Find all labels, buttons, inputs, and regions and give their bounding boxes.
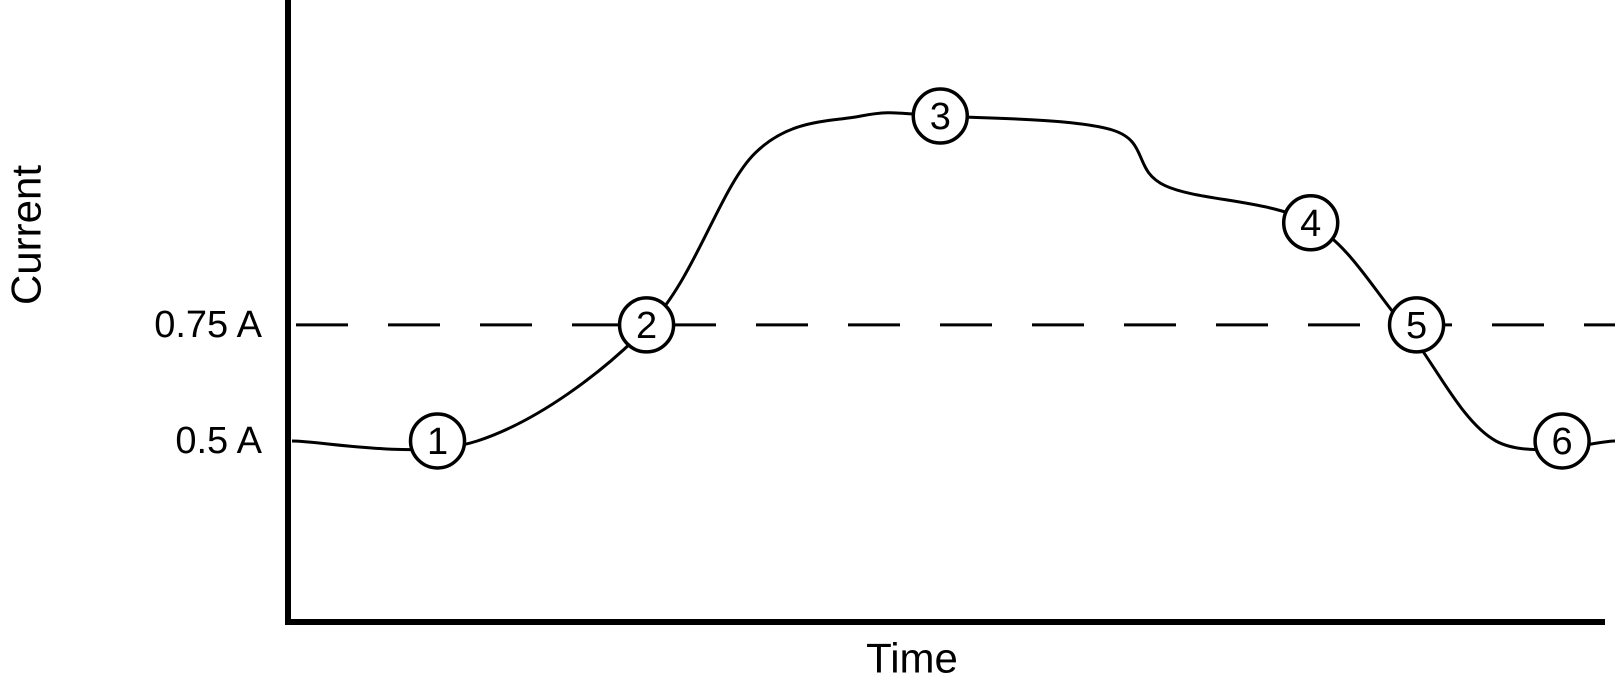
y-axis-title: Current	[3, 165, 50, 305]
point-marker-label: 3	[930, 96, 951, 138]
point-marker-6: 6	[1533, 412, 1591, 470]
point-marker-5: 5	[1387, 296, 1446, 354]
y-tick-label: 0.75 A	[154, 304, 262, 346]
point-marker-label: 6	[1552, 421, 1573, 463]
axes-lines	[285, 0, 1605, 625]
point-marker-label: 4	[1300, 203, 1321, 245]
x-axis-title: Time	[866, 635, 958, 682]
point-marker-2: 2	[617, 296, 676, 354]
point-marker-label: 1	[427, 421, 448, 463]
curve-layer	[291, 111, 1615, 452]
point-marker-label: 5	[1406, 305, 1427, 347]
point-marker-3: 3	[911, 87, 970, 145]
point-marker-circle	[1387, 296, 1446, 354]
point-marker-circle	[911, 87, 970, 145]
y-tick-label: 0.5 A	[175, 420, 262, 462]
tick-label-layer: 0.5 A 0.75 A	[154, 304, 262, 462]
current-curve	[291, 111, 1615, 452]
point-marker-1: 1	[408, 412, 467, 470]
point-marker-circle	[617, 296, 676, 354]
point-marker-circle	[1281, 194, 1340, 252]
point-marker-circle	[1533, 412, 1591, 470]
marker-layer: 1 2 3 4 5 6	[408, 87, 1591, 470]
point-marker-circle	[408, 412, 467, 470]
axis-layer	[285, 0, 1605, 625]
point-marker-label: 2	[636, 305, 657, 347]
point-marker-4: 4	[1281, 194, 1340, 252]
